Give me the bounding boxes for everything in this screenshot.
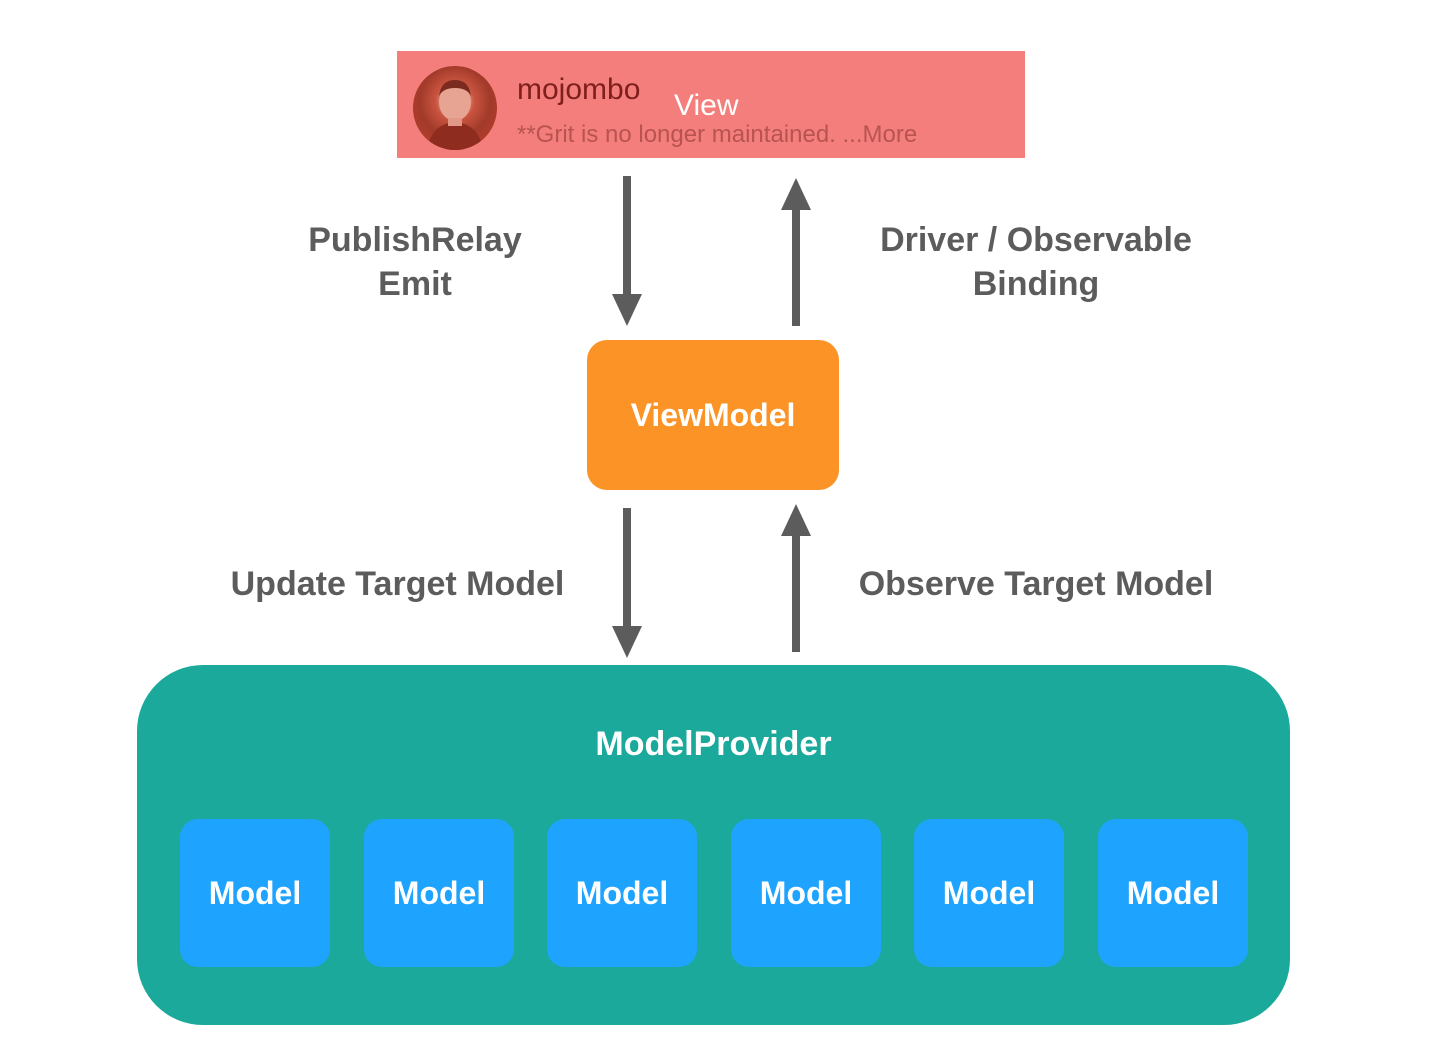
model-label: Model <box>575 874 669 911</box>
model-box: Model <box>547 819 697 967</box>
avatar <box>413 66 497 150</box>
model-label: Model <box>759 874 853 911</box>
publish-relay-label: PublishRelay Emit <box>300 218 530 306</box>
model-box: Model <box>731 819 881 967</box>
model-box: Model <box>914 819 1064 967</box>
model-provider-title: ModelProvider <box>595 725 832 763</box>
view-label: View <box>674 89 739 122</box>
view-box: mojombo View **Grit is no longer maintai… <box>397 51 1025 158</box>
username: mojombo <box>517 73 641 106</box>
model-box: Model <box>364 819 514 967</box>
update-target-model-label: Update Target Model <box>230 565 565 603</box>
model-label: Model <box>392 874 486 911</box>
up-arrow-icon <box>781 178 811 326</box>
model-label: Model <box>1126 874 1220 911</box>
driver-observable-line: Driver / Observable <box>880 221 1192 259</box>
down-arrow-icon <box>612 508 642 658</box>
observe-target-model-label: Observe Target Model <box>858 565 1214 603</box>
driver-binding-label: Driver / Observable Binding <box>866 218 1206 306</box>
publish-relay-line: PublishRelay <box>308 221 522 259</box>
binding-line: Binding <box>972 265 1100 303</box>
model-box: Model <box>180 819 330 967</box>
model-label: Model <box>208 874 302 911</box>
emit-line: Emit <box>378 265 452 303</box>
model-box: Model <box>1098 819 1248 967</box>
viewmodel-label: ViewModel <box>630 396 796 433</box>
model-provider-box: ModelProvider Model Model Model Model Mo… <box>137 665 1290 1025</box>
viewmodel-box: ViewModel <box>587 340 839 490</box>
down-arrow-icon <box>612 176 642 326</box>
model-label: Model <box>942 874 1036 911</box>
repo-description: **Grit is no longer maintained. ...More <box>517 121 918 148</box>
avatar-portrait-icon <box>427 80 483 150</box>
up-arrow-icon <box>781 504 811 652</box>
